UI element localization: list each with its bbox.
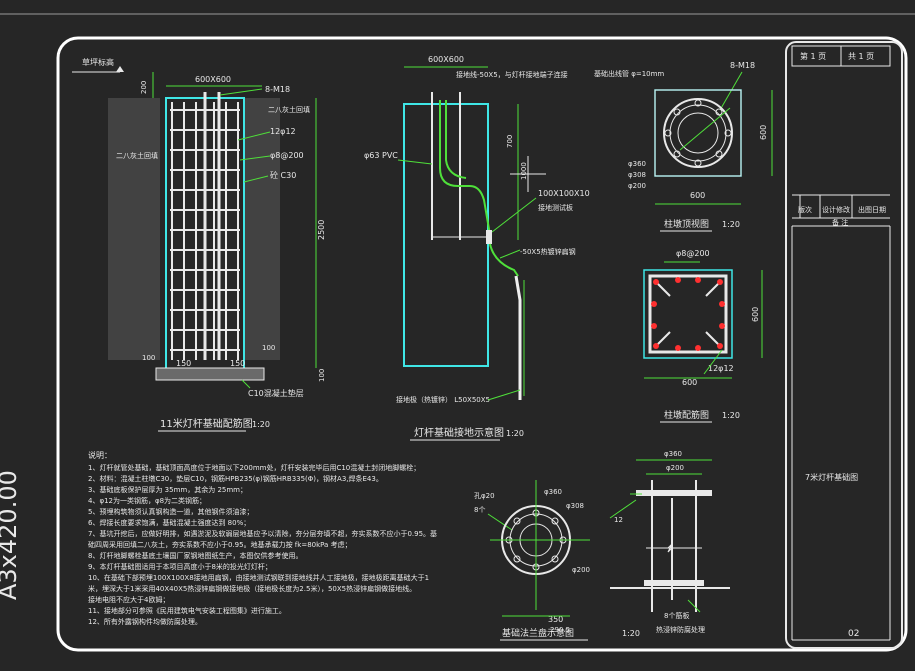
note-line: 4、φ12为一类钢筋，φ8为二类钢筋； [88,496,206,505]
view-flange-plate: 孔φ20 8个 φ360 φ308 φ200 350 290.5 基础法兰盘示意… [474,480,640,641]
v6-rib-label: 8个筋板 [664,611,689,620]
note-line: 7、基坑开挖后，应做好明排，如遇淤泥及软弱层地基应予以清除，夯分层夯填不超，夯实… [88,529,437,538]
note-line: 5、预埋构筑物须认真钢构造一道，其他钢件须油漆； [88,507,253,516]
note-line: 8、灯杆地脚螺栓基底土壤国厂家钢地图纸生产，本图仅供参考使用。 [88,551,302,560]
note-line: 接地电阻不应大于4欧姆； [88,595,169,604]
v1-backfill-right: 二八灰土回填 [268,105,310,114]
v1-dim-100: 100 [262,344,275,352]
view-pier-section: φ8@200 12φ12 600 600 柱墩配筋图 1:20 [643,249,763,423]
v4-dim-600-h: 600 [682,378,697,387]
note-line: 10、在基础下部预埋100X100X8接地用扁钢，由接地测试钢联到接地线并人工接… [88,573,429,582]
v1-dim-100c: 100 [318,369,326,382]
view-grounding: 600X600 接地线-50X5，与灯杆接地端子连接 φ63 PVC 700 1… [364,55,590,441]
note-line: 1、灯杆就管处基础，基础顶面高度位于地面以下200mm处，灯杆安装完毕后用C10… [88,463,420,472]
v4-dim-600-v: 600 [751,307,760,322]
note-line: 米，埋深大于1米采用40X40X5热浸锌扁钢做接地极（接地极长度为2.5米），5… [88,584,416,593]
view-foundation-rebar: 草坪标高 600X600 200 [72,57,326,432]
v3-pipe-label: 基础出线管 φ=10mm [594,69,664,78]
sheet-frame [56,36,908,652]
v2-dim-1000: 1000 [520,162,528,180]
v1-left-dim: 200 [140,81,148,94]
v3-dim-600-v: 600 [759,125,768,140]
page-current: 第 1 页 [800,51,826,61]
v4-scale: 1:20 [722,411,740,420]
v4-title: 柱墩配筋图 [664,409,709,421]
v5-title: 基础法兰盘示意图 [502,627,574,639]
v2-scale: 1:20 [506,429,524,438]
note-line: 础四周采用回填二八灰土，夯实系数不应小于0.95。地基承载力按 fk=80kPa… [88,540,352,549]
v2-steel-label: -50X5热镀锌扁钢 [520,247,576,256]
notes-title: 说明： [88,450,112,460]
v3-scale: 1:20 [722,220,740,229]
v5-d360: φ360 [544,488,562,496]
design-notes: 说明： 1、灯杆就管处基础，基础顶面高度位于地面以下200mm处，灯杆安装完毕后… [88,450,437,626]
v1-concrete: 砼 C30 [270,170,296,180]
title-block: 第 1 页 共 1 页 版次 设计修改 出图日期 备 注 7米灯杆基础图 02 [785,41,903,649]
v6-treatment-label: 热浸锌防腐处理 [656,625,705,634]
v1-backfill-left: 二八灰土回填 [116,151,158,160]
v4-rebar-label: 12φ12 [708,364,734,373]
v1-dim-100b: 100 [142,354,155,362]
v3-d308: φ308 [628,171,646,179]
grade-label: 草坪标高 [82,57,114,67]
notes-header: 备 注 [832,218,848,227]
rev-col-2: 设计修改 [822,205,850,214]
sheet-size-label: A3x420.00 [0,470,22,600]
v2-plate-note: 接地测试板 [538,203,573,212]
v6-d360: φ360 [664,450,682,458]
note-line: 6、焊接长度要求饱满，基础混凝土强度达到 80%； [88,518,250,527]
rev-col-1: 版次 [798,205,812,214]
v1-rebar-main: 12φ12 [270,127,296,136]
view-anchor-bolt: φ360 φ200 12 8个筋板 热浸锌防腐处理 [609,450,730,634]
v1-title: 11米灯杆基础配筋图 [160,417,253,430]
note-line: 9、本灯杆基础图适用于本项目高度小于8米的投光灯灯杆； [88,562,272,571]
v3-dim-600-h: 600 [690,191,705,200]
sheet-number: 02 [848,629,859,639]
note-line: 2、材料：混凝土柱墩C30，垫层C10，钢筋HPB235(φ)钢筋HRB335(… [88,474,383,483]
v3-title: 柱墩顶视图 [664,218,709,230]
v2-top-dim: 600X600 [428,55,464,64]
v5-hole-label: 孔φ20 [474,492,495,500]
v2-ground-rod-label: 接地极（热镀锌） L50X50X5 [396,395,490,404]
v2-plate-label: 100X100X10 [538,189,590,198]
v1-cushion-label: C10混凝土垫层 [248,388,304,398]
v5-scale: 1:20 [622,629,640,638]
v5-dim-290: 290.5 [550,626,570,634]
page-total: 共 1 页 [848,52,874,61]
view-pier-top: 基础出线管 φ=10mm 8-M18 φ360 φ308 φ200 600 60… [594,61,773,232]
drawing-title: 7米灯杆基础图 [805,472,858,482]
v1-stirrup: φ8@200 [270,151,304,160]
v5-hole-count: 8个 [474,506,485,514]
v1-dim-150a: 150 [176,359,191,368]
v1-bolt-label: 8-M18 [265,85,290,94]
v2-ground-wire-label: 接地线-50X5，与灯杆接地端子连接 [456,70,568,79]
v3-bolt-label: 8-M18 [730,61,755,70]
v2-title: 灯杆基础接地示意图 [414,426,504,439]
v3-d360: φ360 [628,160,646,168]
v5-d200: φ200 [572,566,590,574]
v6-d200: φ200 [666,464,684,472]
v1-dim-150b: 150 [230,359,245,368]
v3-d200: φ200 [628,182,646,190]
v4-stirrup-label: φ8@200 [676,249,710,258]
rev-col-3: 出图日期 [858,205,886,214]
v2-dim-700: 700 [506,135,514,148]
v5-d308: φ308 [566,502,584,510]
v1-height-dim: 2500 [317,220,326,240]
v2-pvc-label: φ63 PVC [364,151,398,160]
v1-scale: 1:20 [252,420,270,429]
v6-dim-12: 12 [614,516,623,524]
note-line: 12、所有外露钢构件均做防腐处理。 [88,617,202,626]
v5-dim-350: 350 [548,615,563,624]
note-line: 3、基础底板保护层厚为 35mm，其余为 25mm； [88,485,247,494]
v1-top-dim: 600X600 [195,75,231,84]
note-line: 11、接地部分可参照《民用建筑电气安装工程图集》进行施工。 [88,606,286,615]
